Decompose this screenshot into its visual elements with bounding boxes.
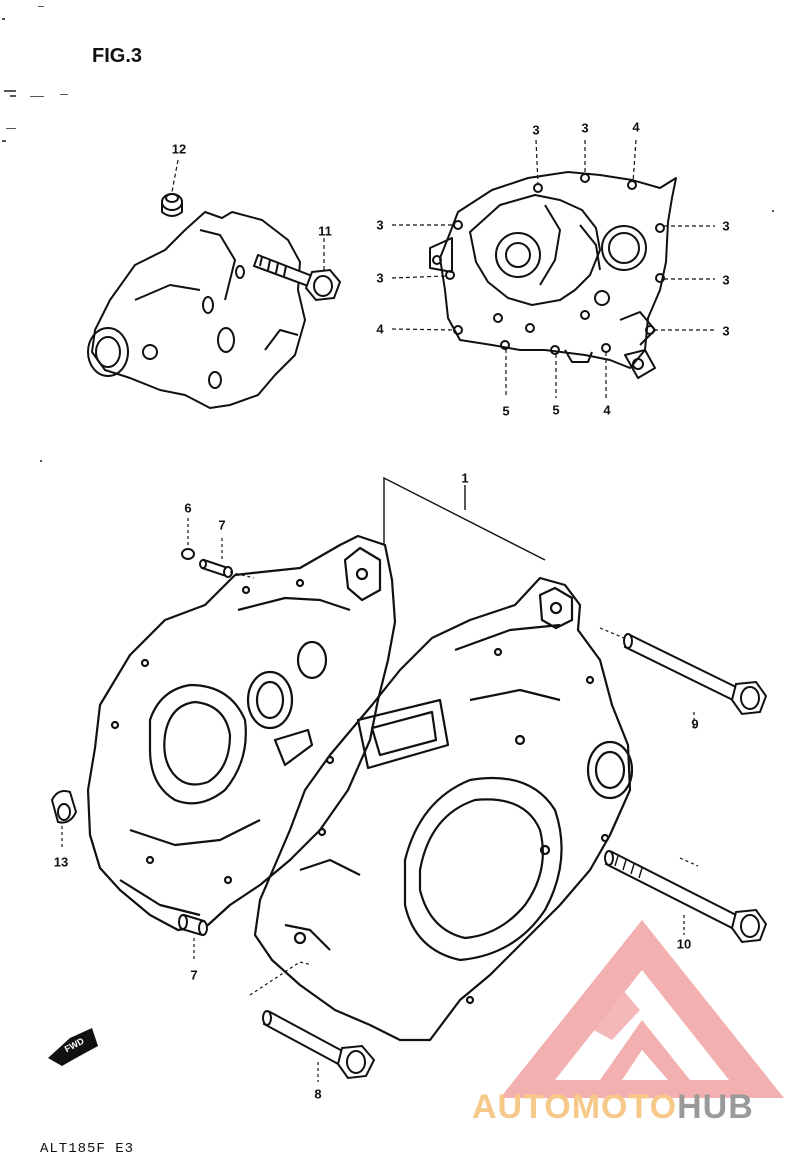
callout-6: 6 xyxy=(184,500,192,516)
callout-3: 3 xyxy=(722,323,730,339)
dowel-pin-7-top xyxy=(199,538,255,579)
bolt-8 xyxy=(249,961,376,1082)
crankcase-left-half xyxy=(86,534,397,932)
crankcase-right-half xyxy=(253,576,634,1042)
model-code: ALT185F E3 xyxy=(40,1141,135,1157)
callout-10: 10 xyxy=(676,936,692,952)
callout-11: 11 xyxy=(318,223,332,239)
watermark-brand: AUTOMOTOHUB xyxy=(472,1088,754,1127)
watermark-moto: MOTO xyxy=(571,1088,678,1126)
callout-1: 1 xyxy=(461,470,469,486)
callout-4: 4 xyxy=(603,402,611,418)
callout-13: 13 xyxy=(53,854,69,870)
upper-leaders xyxy=(171,139,715,398)
watermark-hub: HUB xyxy=(677,1088,754,1126)
callout-4: 4 xyxy=(632,119,640,135)
callout-8: 8 xyxy=(314,1086,322,1102)
callout-3: 3 xyxy=(376,270,384,286)
callout-7: 7 xyxy=(190,967,198,983)
bolt-9 xyxy=(599,627,768,730)
callout-5: 5 xyxy=(502,403,510,419)
watermark-auto: AUTO xyxy=(472,1088,572,1126)
o-ring-6 xyxy=(181,518,195,560)
figure-title: FIG.3 xyxy=(92,45,143,67)
rear-housing xyxy=(87,193,306,409)
callout-4: 4 xyxy=(376,321,384,337)
callout-9: 9 xyxy=(691,716,699,732)
callout-3: 3 xyxy=(376,217,384,233)
part1-bracket xyxy=(383,476,546,561)
bolt-11 xyxy=(252,253,342,302)
forward-arrow-icon xyxy=(48,1028,98,1066)
watermark-logo xyxy=(500,920,784,1098)
bolt-10 xyxy=(604,850,768,944)
plug-cap-13 xyxy=(50,790,78,848)
dowel-pin-7-bottom xyxy=(178,913,208,960)
callout-5: 5 xyxy=(552,402,560,418)
callout-3: 3 xyxy=(581,120,589,136)
callout-3: 3 xyxy=(532,122,540,138)
callout-12: 12 xyxy=(171,141,187,157)
callout-3: 3 xyxy=(722,272,730,288)
crankcase-cover-gasket xyxy=(429,171,677,379)
callout-3: 3 xyxy=(722,218,730,234)
scan-noise xyxy=(2,6,774,462)
callout-7: 7 xyxy=(218,517,226,533)
